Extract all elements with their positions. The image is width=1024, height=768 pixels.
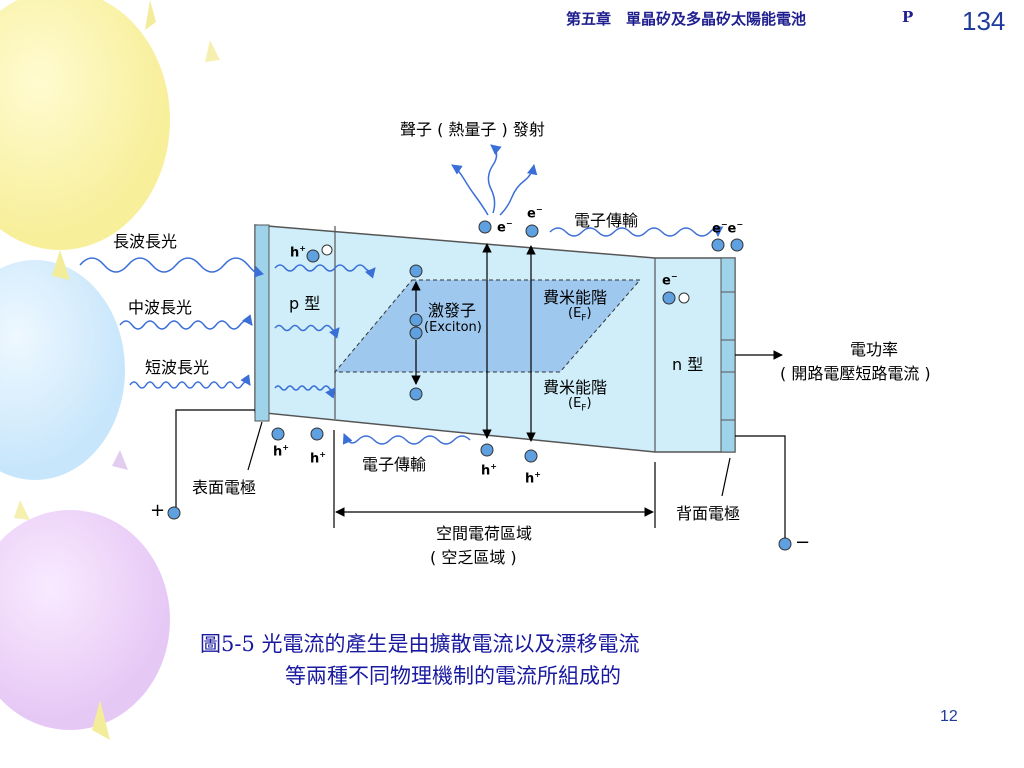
fermi-bottom-label: 費米能階 <box>543 378 608 397</box>
hole-label-4: h+ <box>525 470 541 487</box>
electron-label-n: e− <box>662 272 678 289</box>
figure-caption-line1: 圖5-5 光電流的產生是由擴散電流以及漂移電流 <box>200 632 640 656</box>
electron-label-top: e− <box>497 219 513 236</box>
electron-label-top2: e− <box>527 205 543 222</box>
long-wave-label: 長波長光 <box>113 232 178 251</box>
chapter-letter: P <box>902 8 914 26</box>
particles <box>167 220 792 551</box>
hole-label-2: h+ <box>310 450 326 467</box>
energy-arrows <box>411 243 536 442</box>
mid-wave-label: 中波長光 <box>128 298 193 317</box>
fermi-bottom-symbol: (EF) <box>568 396 592 414</box>
electron-label-right: e−e− <box>712 220 744 237</box>
power-sub-label: ( 開路電壓短路電流 ) <box>780 364 931 383</box>
fermi-top-label: 費米能階 <box>543 288 608 307</box>
p-type-label: p 型 <box>289 294 321 313</box>
power-label: 電功率 <box>850 340 899 359</box>
hole-label-3: h+ <box>481 462 497 479</box>
exciton-en-label: (Exciton) <box>424 320 482 335</box>
n-type-label: n 型 <box>672 355 704 374</box>
decorative-balloons <box>0 0 220 740</box>
hole-label-p: h+ <box>290 244 306 261</box>
solar-cell-device <box>254 224 736 453</box>
plus-terminal: + <box>150 500 166 521</box>
depletion-label: ( 空乏區域 ) <box>430 548 517 567</box>
electron-transport-label: 電子傳輸 <box>574 211 639 230</box>
minus-terminal: − <box>795 532 811 553</box>
space-charge-label: 空間電荷區域 <box>436 524 533 543</box>
figure-caption-line2: 等兩種不同物理機制的電流所組成的 <box>285 664 621 688</box>
page-number: 134 <box>962 6 1006 36</box>
front-electrode-label: 表面電極 <box>192 478 257 497</box>
back-electrode-label: 背面電極 <box>676 504 741 523</box>
hole-transport-label: 電子傳輸 <box>362 455 427 474</box>
wires <box>175 350 786 538</box>
slide-number: 12 <box>940 708 958 725</box>
short-wave-label: 短波長光 <box>145 358 210 377</box>
fermi-top-symbol: (EF) <box>568 306 592 324</box>
light-waves <box>79 144 724 445</box>
exciton-cn-label: 激發子 <box>428 301 477 320</box>
hole-label-1: h+ <box>273 443 289 460</box>
chapter-title: 第五章 單晶矽及多晶矽太陽能電池 <box>566 10 807 28</box>
phonon-label: 聲子 ( 熱量子 ) 發射 <box>400 120 545 139</box>
